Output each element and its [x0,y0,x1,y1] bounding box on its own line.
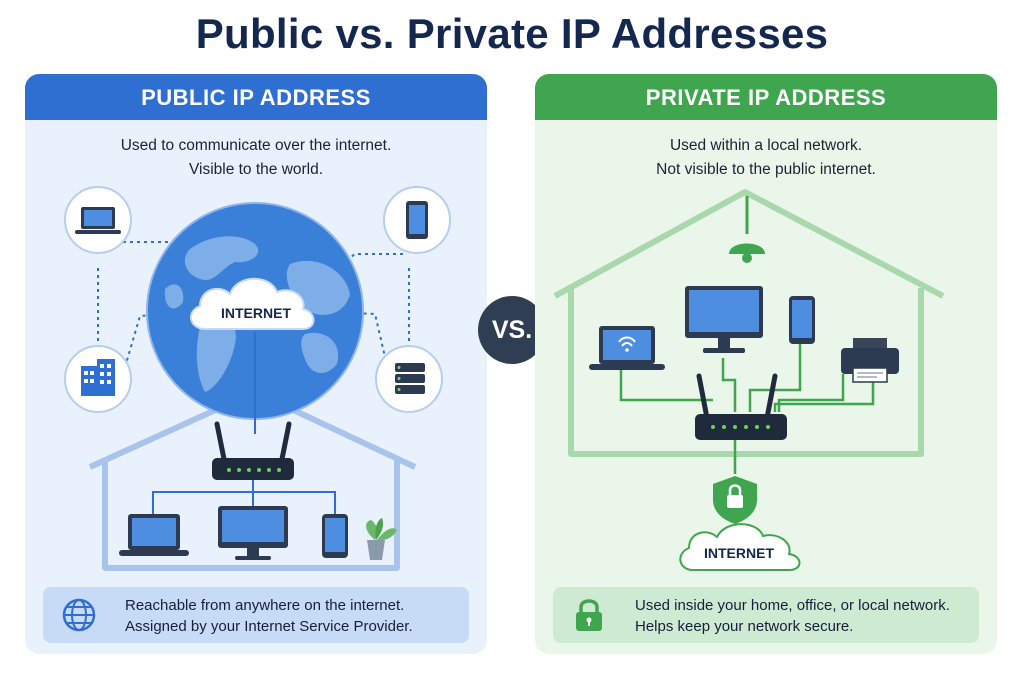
public-footer-note: Reachable from anywhere on the internet.… [43,587,469,643]
wifi-laptop-icon [589,326,665,370]
laptop-device-icon [64,186,132,254]
desktop-monitor-icon [685,286,763,353]
globe-icon [62,598,96,632]
private-footer-text: Used inside your home, office, or local … [635,595,950,637]
private-cloud-label: INTERNET [704,545,774,561]
internet-cloud: INTERNET [190,277,315,330]
private-network-illustration: INTERNET [553,189,945,571]
public-network-illustration: INTERNET [64,186,451,571]
vs-badge: VS. [478,296,546,364]
house-outline [553,189,945,457]
private-description-line-1: Used within a local network. [669,137,863,154]
public-footer-line-1: Reachable from anywhere on the internet. [125,597,405,614]
printer-icon [841,338,899,383]
private-panel-description: Used within a local network. Not visible… [535,134,997,182]
public-cloud-label: INTERNET [221,305,291,321]
public-footer-text: Reachable from anywhere on the internet.… [125,595,413,637]
private-description-line-2: Not visible to the public internet. [656,161,876,178]
smartphone-device-icon [383,186,451,254]
page-title: Public vs. Private IP Addresses [195,10,829,57]
router-device-links [619,344,875,474]
internet-cloud: INTERNET [679,523,801,571]
public-ip-panel: PUBLIC IP ADDRESS Used to communicate ov… [25,74,487,654]
home-laptop-icon [119,514,189,556]
private-panel-heading: PRIVATE IP ADDRESS [535,74,997,120]
public-footer-line-2: Assigned by your Internet Service Provid… [125,618,413,635]
private-footer-line-2: Helps keep your network secure. [635,618,854,635]
private-footer-note: Used inside your home, office, or local … [553,587,979,643]
public-description-line-1: Used to communicate over the internet. [120,137,392,154]
home-smartphone-icon [322,514,348,558]
smartphone-icon [789,296,815,344]
server-icon [375,345,443,413]
home-desktop-monitor-icon [218,506,288,560]
private-footer-line-1: Used inside your home, office, or local … [635,597,950,614]
router-icon [212,421,294,480]
public-panel-heading: PUBLIC IP ADDRESS [25,74,487,120]
router-icon [695,373,787,440]
potted-plant-icon [366,518,397,560]
lock-icon [576,599,602,631]
ceiling-lamp-icon [729,196,765,263]
public-panel-description: Used to communicate over the internet. V… [25,134,487,182]
office-building-icon [64,345,132,413]
shield-lock-icon [713,476,757,524]
public-description-line-2: Visible to the world. [188,161,324,178]
private-ip-panel: PRIVATE IP ADDRESS Used within a local n… [535,74,997,654]
